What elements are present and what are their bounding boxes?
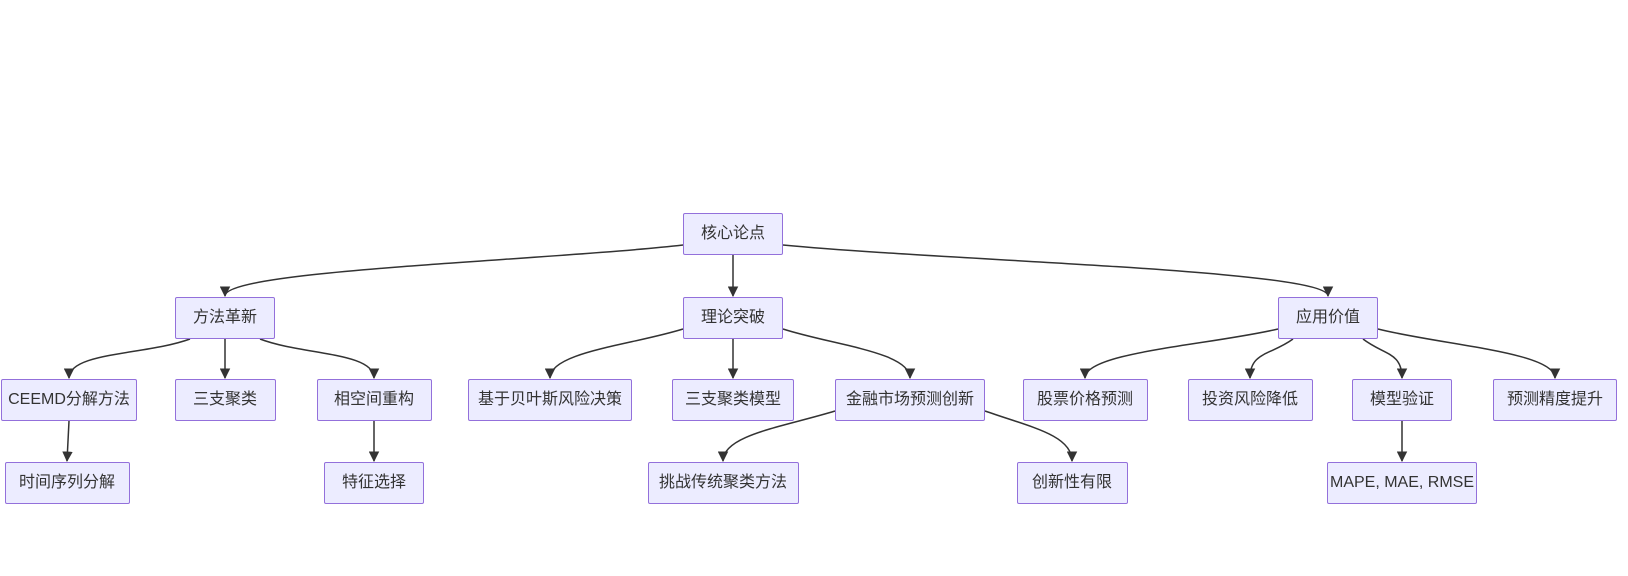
edge-method-innovation-to-phase-space-reconstruction (259, 338, 380, 380)
edge-group (62, 244, 1561, 463)
node-mape-mae-rmse: MAPE, MAE, RMSE (1327, 462, 1477, 504)
node-three-way-clustering-model: 三支聚类模型 (672, 379, 794, 421)
edge-method-innovation-to-ceemd-decomposition (63, 338, 191, 380)
node-challenge-traditional-clustering: 挑战传统聚类方法 (647, 462, 799, 504)
node-time-series-decomposition: 时间序列分解 (4, 462, 130, 504)
node-prediction-accuracy-improvement: 预测精度提升 (1493, 379, 1617, 421)
node-application-value: 应用价值 (1278, 297, 1378, 339)
edge-core-thesis-to-application-value (782, 244, 1334, 298)
node-stock-price-prediction: 股票价格预测 (1022, 379, 1148, 421)
edge-application-value-to-stock-price-prediction (1079, 328, 1279, 380)
node-investment-risk-reduction: 投资风险降低 (1187, 379, 1313, 421)
node-three-way-clustering: 三支聚类 (174, 379, 276, 421)
edge-application-value-to-prediction-accuracy-improvement (1377, 328, 1561, 380)
node-method-innovation: 方法革新 (175, 297, 275, 339)
node-limited-innovation: 创新性有限 (1016, 462, 1128, 504)
edge-financial-market-prediction-to-challenge-traditional-clustering (717, 410, 836, 463)
node-model-validation: 模型验证 (1352, 379, 1452, 421)
node-financial-market-prediction: 金融市场预测创新 (835, 379, 985, 421)
node-theory-breakthrough: 理论突破 (683, 297, 783, 339)
node-feature-selection: 特征选择 (324, 462, 424, 504)
edge-application-value-to-investment-risk-reduction (1244, 338, 1294, 380)
node-phase-space-reconstruction: 相空间重构 (316, 379, 432, 421)
node-core-thesis: 核心论点 (683, 213, 783, 255)
node-bayesian-risk-decision: 基于贝叶斯风险决策 (468, 379, 632, 421)
edge-financial-market-prediction-to-limited-innovation (984, 410, 1078, 463)
edge-theory-breakthrough-to-financial-market-prediction (782, 328, 916, 380)
edge-application-value-to-model-validation (1362, 338, 1408, 380)
edge-theory-breakthrough-to-bayesian-risk-decision (544, 328, 684, 380)
node-ceemd-decomposition: CEEMD分解方法 (1, 379, 137, 421)
edge-ceemd-decomposition-to-time-series-decomposition (62, 420, 73, 463)
edge-core-thesis-to-method-innovation (219, 244, 684, 298)
